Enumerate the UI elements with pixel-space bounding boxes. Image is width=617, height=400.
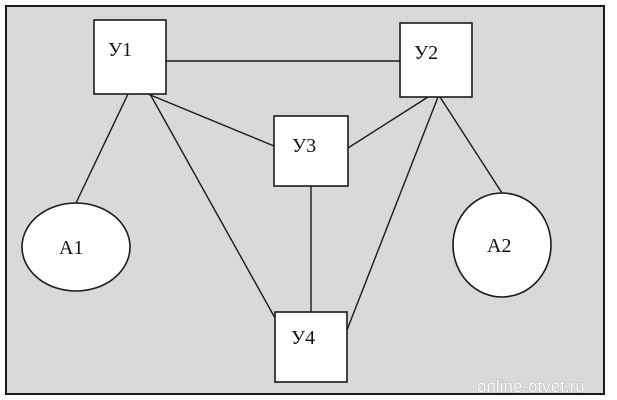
node-a2-label: А2 — [487, 235, 511, 257]
node-u4-box — [274, 311, 348, 383]
edge-u1-u3 — [147, 93, 275, 147]
node-u2: У2 — [399, 22, 473, 98]
edge-u2-u4 — [346, 96, 439, 331]
watermark-text: online-otvet.ru — [477, 377, 585, 396]
edge-u1-a1 — [75, 93, 129, 204]
node-a1: А1 — [21, 202, 131, 292]
diagram-edges — [75, 60, 503, 331]
node-a2-ellipse — [452, 192, 552, 298]
node-a1-label: А1 — [59, 237, 83, 259]
node-u3-label: У3 — [292, 135, 316, 157]
node-u1-box — [93, 19, 167, 95]
node-u4: У4 — [274, 311, 348, 383]
node-u4-label: У4 — [291, 327, 315, 349]
node-u1-label: У1 — [108, 39, 132, 61]
edge-u1-u4 — [149, 93, 276, 319]
edge-u2-u3 — [347, 96, 429, 149]
node-u3-box — [273, 115, 349, 187]
node-a2: А2 — [452, 192, 552, 298]
node-u1: У1 — [93, 19, 167, 95]
node-u2-box — [399, 22, 473, 98]
edge-u2-a2 — [439, 96, 503, 194]
node-a1-ellipse — [21, 202, 131, 292]
node-u3: У3 — [273, 115, 349, 187]
node-u2-label: У2 — [414, 42, 438, 64]
